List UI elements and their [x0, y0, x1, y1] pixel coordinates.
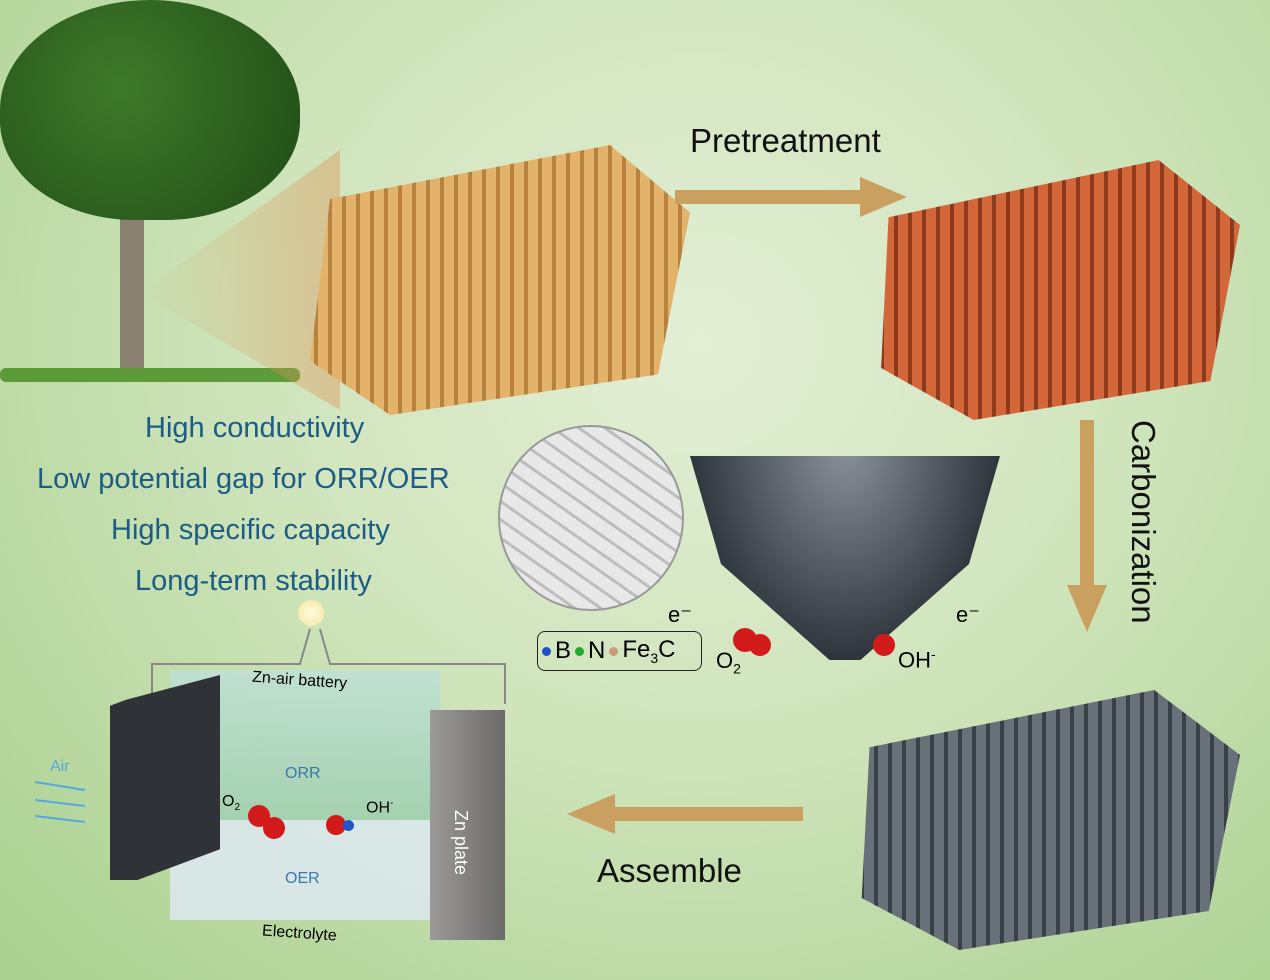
- o2-molecule-battery-atom: [263, 817, 285, 839]
- legend-fe: Fe: [622, 636, 651, 664]
- air-flow-arrows-icon: [35, 781, 86, 823]
- oh-superscript: -: [931, 646, 936, 662]
- battery-oh-label: OH-: [366, 798, 393, 817]
- oh-text: OH: [898, 647, 931, 673]
- fe3c-dot-icon: [609, 646, 619, 656]
- assemble-label: Assemble: [597, 852, 742, 889]
- orr-label: ORR: [285, 765, 321, 782]
- air-label: Air: [50, 758, 70, 775]
- tree-canopy: [0, 0, 300, 220]
- legend-fe3c: Fe3C: [622, 636, 675, 666]
- light-bulb-icon: [298, 600, 324, 626]
- carbonization-label: Carbonization: [1125, 420, 1162, 624]
- wire: [151, 628, 506, 704]
- porous-channel-cutaway: [690, 456, 1000, 660]
- oh-molecule-battery-h: [343, 820, 354, 831]
- property-potential-gap: Low potential gap for ORR/OER: [37, 463, 450, 495]
- zn-plate-label: Zn plate: [451, 810, 471, 876]
- element-legend: B N Fe3C: [537, 631, 702, 671]
- legend-c: C: [658, 636, 676, 664]
- carbonization-arrow: [1067, 420, 1107, 632]
- oer-label: OER: [285, 870, 320, 887]
- o2-molecule-atom: [749, 634, 771, 656]
- grass: [0, 368, 300, 382]
- zn-plate: [430, 710, 505, 940]
- legend-b: B: [555, 637, 572, 664]
- wood-block-natural: [310, 145, 690, 415]
- zn-air-battery: Zn plate Zn-air battery Air ORR OER O2 O…: [35, 600, 520, 950]
- assemble-arrow: [567, 794, 803, 834]
- property-stability: Long-term stability: [135, 565, 372, 597]
- wood-block-carbonized: [861, 690, 1240, 950]
- battery-oh-superscript: -: [390, 798, 394, 809]
- o2-label: O2: [716, 648, 741, 676]
- battery-oh-text: OH: [366, 799, 390, 817]
- pretreatment-label: Pretreatment: [690, 122, 881, 159]
- property-conductivity: High conductivity: [145, 412, 365, 444]
- wood-block-pretreated: [881, 160, 1240, 420]
- battery-o2-label: O2: [222, 793, 240, 813]
- electrolyte-label: Electrolyte: [261, 922, 338, 945]
- oh-label: OH-: [898, 646, 936, 673]
- boron-dot-icon: [542, 646, 551, 656]
- o2-subscript: 2: [733, 660, 741, 677]
- legend-n: N: [588, 637, 606, 664]
- legend-fe3c-subscript: 3: [650, 649, 659, 666]
- battery-o2-text: O: [222, 793, 235, 810]
- nitrogen-dot-icon: [575, 646, 585, 656]
- air-cathode: [110, 675, 220, 880]
- oh-molecule: [873, 634, 895, 656]
- carbon-fiber-magnified-view: [498, 425, 684, 611]
- electron-label-left: e⁻: [668, 602, 692, 627]
- o2-text: O: [716, 648, 734, 673]
- pretreatment-arrow: [675, 177, 907, 217]
- battery-o2-subscript: 2: [234, 802, 241, 814]
- property-capacity: High specific capacity: [111, 514, 390, 546]
- electron-label-right: e⁻: [956, 602, 980, 627]
- oh-molecule-battery: [326, 815, 346, 835]
- tree-illustration: [0, 0, 310, 385]
